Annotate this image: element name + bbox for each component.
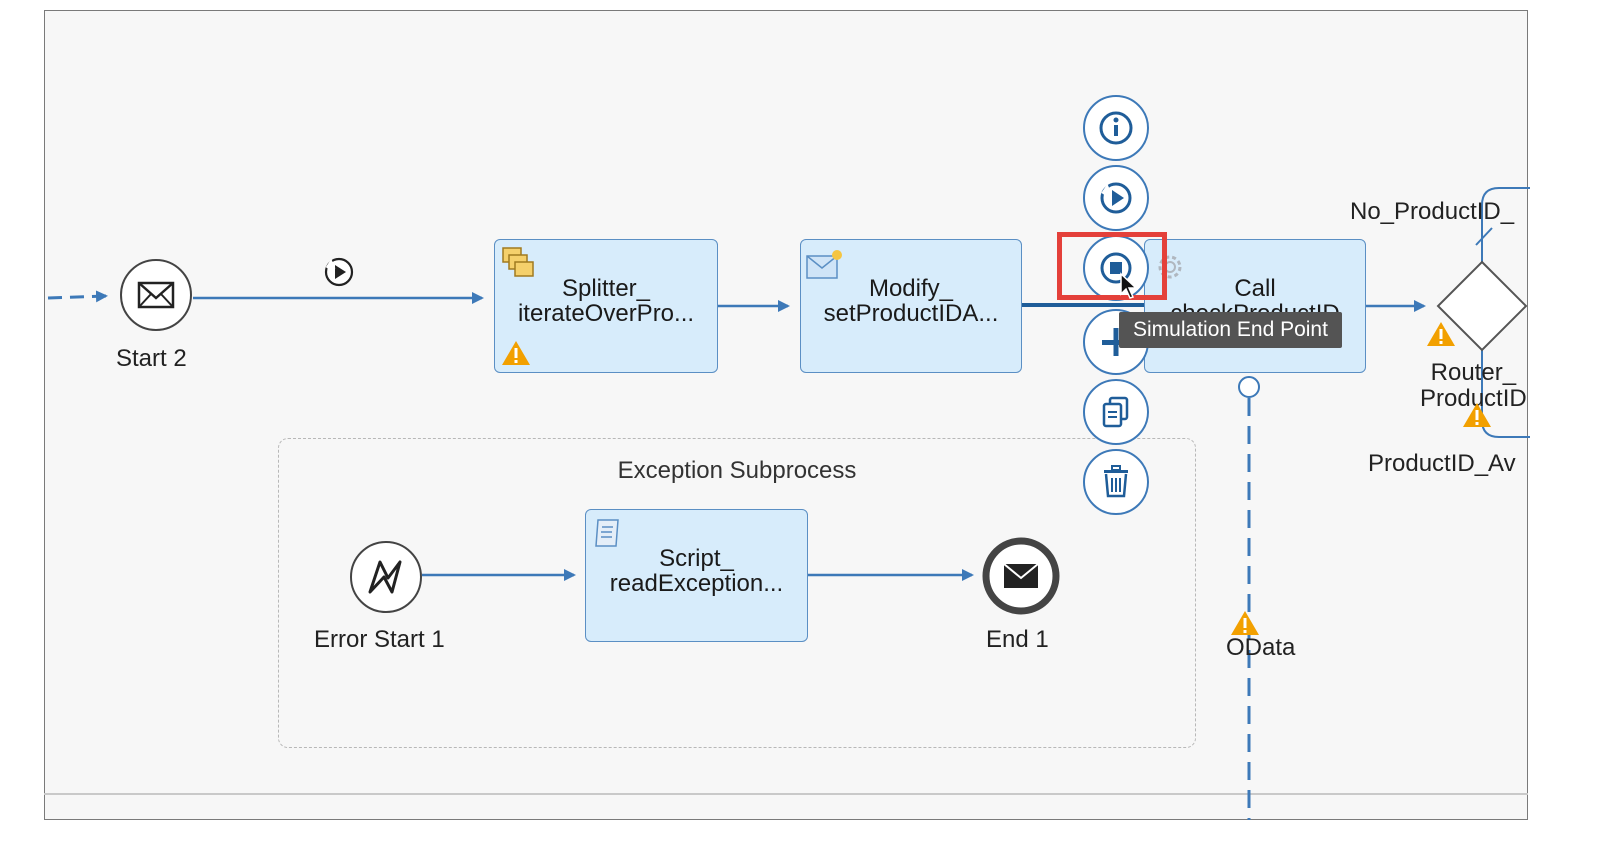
- lightning-icon: [368, 560, 402, 594]
- splitter-task[interactable]: Splitter_iterateOverPro...: [494, 239, 718, 373]
- simulation-start-marker-icon: [324, 257, 354, 287]
- simulation-end-icon: [1100, 252, 1132, 284]
- copy-icon: [1102, 396, 1129, 428]
- add-icon: [1102, 328, 1130, 356]
- incoming-dashed-flow: [47, 290, 108, 303]
- simulation-start-icon: [1100, 182, 1132, 214]
- integration-flow-canvas[interactable]: [44, 10, 1528, 820]
- splitter-task-label: Splitter_iterateOverPro...: [517, 275, 695, 327]
- splitter-icon: [502, 247, 534, 277]
- mouse-cursor-icon: [1120, 272, 1138, 299]
- exception-subprocess[interactable]: Exception Subprocess: [278, 438, 1196, 748]
- warning-icon: [1463, 403, 1491, 427]
- start-message-event: [120, 259, 192, 331]
- script-task-label: Script_readException...: [609, 545, 784, 597]
- envelope-icon: [137, 281, 175, 309]
- start2-label: Start 2: [116, 345, 187, 372]
- simulation-start-button[interactable]: [1083, 165, 1149, 231]
- modify-task-label: Modify_setProductIDA...: [823, 275, 999, 327]
- warning-icon: [1231, 611, 1259, 635]
- route-path-top: [1481, 187, 1530, 262]
- script-task[interactable]: Script_readException...: [585, 509, 808, 642]
- tooltip: Simulation End Point: [1119, 312, 1342, 348]
- modify-task[interactable]: Modify_setProductIDA...: [800, 239, 1022, 373]
- content-modifier-icon: [806, 250, 842, 279]
- warning-icon: [1427, 322, 1455, 346]
- route-bottom-label: ProductID_Av: [1368, 450, 1516, 477]
- router-label: Router_ProductID: [1420, 359, 1527, 412]
- end1-label: End 1: [986, 626, 1049, 653]
- router-gateway: [1436, 260, 1528, 352]
- connection-handle: [1238, 376, 1260, 398]
- copy-button[interactable]: [1083, 379, 1149, 445]
- simulation-end-button[interactable]: [1083, 235, 1149, 301]
- info-icon: [1099, 111, 1133, 145]
- call-task[interactable]: CallcheckProductID: [1144, 239, 1366, 373]
- filled-envelope-icon: [1003, 563, 1039, 588]
- delete-icon: [1104, 465, 1128, 498]
- script-icon: [595, 519, 619, 547]
- route-top-label: No_ProductID_: [1350, 198, 1515, 225]
- canvas-divider: [44, 793, 1528, 795]
- info-button[interactable]: [1083, 95, 1149, 161]
- delete-button[interactable]: [1083, 449, 1149, 515]
- error-start1-label: Error Start 1: [314, 626, 445, 653]
- odata-label: OData: [1226, 634, 1296, 661]
- subprocess-title: Exception Subprocess: [617, 457, 857, 484]
- highlight-box: [1057, 232, 1167, 300]
- warning-icon: [502, 341, 530, 365]
